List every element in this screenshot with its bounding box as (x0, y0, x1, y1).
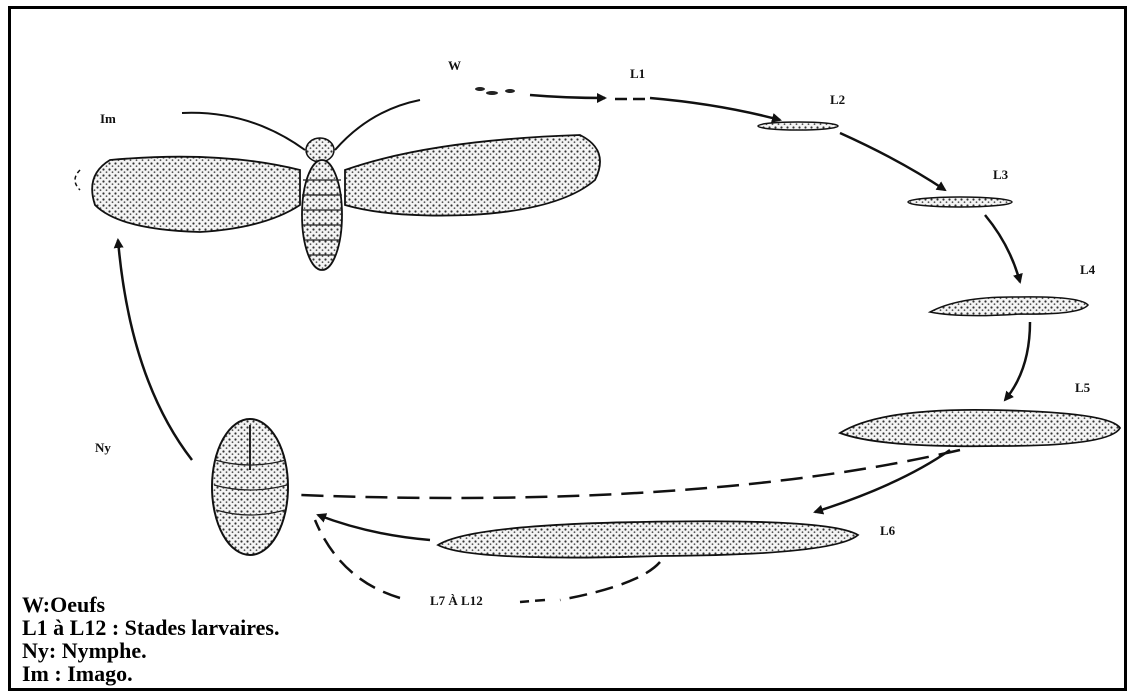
label-ny: Ny (95, 440, 111, 455)
legend-imago: Im : Imago. (22, 662, 279, 685)
arrow-l2-l3 (840, 133, 945, 190)
legend-larval-stages: L1 à L12 : Stades larvaires. (22, 616, 279, 639)
arrow-l1-l2 (650, 98, 780, 120)
label-w: W (448, 58, 461, 73)
arrow-ny-im (118, 240, 192, 460)
eggs (475, 87, 515, 95)
label-l6: L6 (880, 523, 896, 538)
arrow-l4-l5 (1005, 322, 1030, 400)
legend-nymph: Ny: Nymphe. (22, 639, 279, 662)
adult-moth (75, 100, 600, 270)
label-l5: L5 (1075, 380, 1091, 395)
label-l1: L1 (630, 66, 645, 81)
larva-l6 (438, 521, 858, 557)
label-l2: L2 (830, 92, 845, 107)
arrow-l3-l4 (985, 215, 1020, 282)
larva-l2 (758, 122, 838, 130)
pupa (212, 419, 288, 555)
legend-eggs: W:Oeufs (22, 593, 279, 616)
larva-l4 (930, 297, 1088, 316)
dashed-l5-ny (300, 450, 960, 498)
larva-l5 (840, 410, 1120, 446)
dashed-l7-tail (520, 600, 545, 602)
larva-l3 (908, 197, 1012, 207)
label-l3: L3 (993, 167, 1009, 182)
label-l4: L4 (1080, 262, 1096, 277)
label-im: Im (100, 111, 116, 126)
arrow-l5-l6 (815, 450, 950, 512)
arrow-l6-ny (318, 515, 430, 540)
legend: W:Oeufs L1 à L12 : Stades larvaires. Ny:… (22, 593, 279, 685)
arrow-w-l1 (530, 95, 605, 98)
label-l7-l12: L7 À L12 (430, 593, 483, 608)
